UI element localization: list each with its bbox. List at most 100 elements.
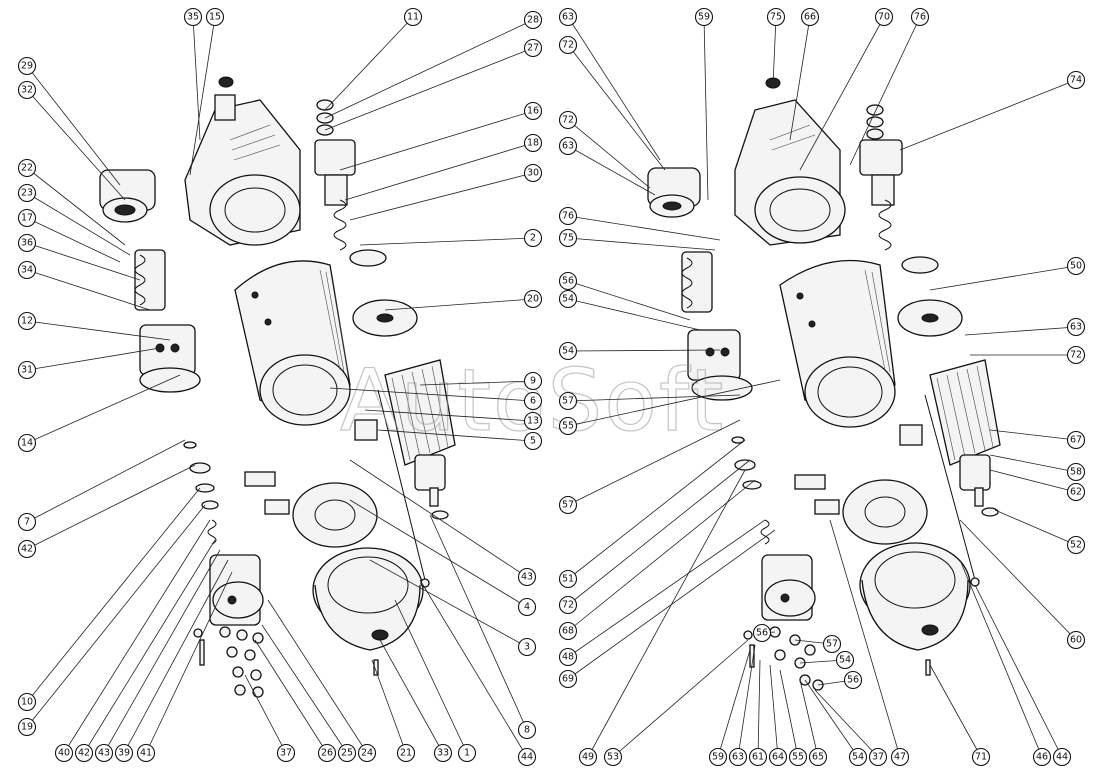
right-callout-72: 72 — [558, 110, 578, 130]
right-leader-line — [567, 459, 751, 606]
right-callout-54: 54 — [848, 747, 868, 767]
left-leader-line — [419, 579, 528, 758]
callout-number: 23 — [21, 188, 33, 199]
right-leader-line — [567, 237, 716, 251]
callout-number: 9 — [530, 376, 536, 387]
callout-circle — [835, 650, 855, 670]
callout-number: 64 — [772, 752, 784, 763]
callout-circle — [1066, 70, 1086, 90]
callout-circle — [748, 747, 768, 767]
callout-circle — [17, 183, 37, 203]
left-leader-line — [364, 409, 534, 422]
callout-number: 72 — [1070, 350, 1082, 361]
left-leader-line — [344, 142, 534, 201]
callout-number: 63 — [562, 12, 574, 23]
callout-number: 61 — [752, 752, 764, 763]
commutator-end-cover-right — [859, 542, 971, 676]
callout-number: 39 — [118, 748, 130, 759]
right-callout-51: 51 — [558, 569, 578, 589]
left-leader-line — [419, 380, 534, 386]
right-callout-48: 48 — [558, 647, 578, 667]
left-leader-line — [359, 237, 534, 246]
left-leader-line — [26, 269, 151, 311]
small-hardware-left — [183, 441, 264, 698]
right-leader-line — [567, 379, 781, 427]
left-leader-line — [123, 559, 229, 754]
brush-holder-plate-left — [244, 419, 378, 548]
left-leader-line — [26, 487, 201, 703]
callout-number: 72 — [562, 600, 574, 611]
right-leader-line — [772, 16, 777, 86]
callout-number: 31 — [21, 365, 33, 376]
left-leader-line — [26, 192, 131, 256]
left-callout-40: 40 — [54, 743, 74, 763]
callout-number: 70 — [878, 12, 890, 23]
left-leader-line — [26, 242, 141, 281]
right-callout-76: 76 — [910, 7, 930, 27]
callout-circle — [17, 158, 37, 178]
left-leader-line — [429, 514, 528, 731]
left-leader-line — [26, 320, 171, 341]
left-callout-18: 18 — [523, 133, 543, 153]
callout-number: 13 — [527, 416, 539, 427]
left-leader-line — [379, 639, 444, 754]
right-leader-line — [799, 679, 819, 758]
left-leader-line — [339, 110, 534, 171]
callout-number: 59 — [698, 12, 710, 23]
callout-number: 37 — [280, 748, 292, 759]
right-leader-line — [974, 584, 1063, 758]
left-callout-43: 43 — [94, 743, 114, 763]
right-leader-line — [567, 349, 721, 352]
callout-circle — [17, 233, 37, 253]
callout-circle — [317, 743, 337, 763]
through-bolt-left — [377, 389, 426, 581]
right-callout-76: 76 — [558, 206, 578, 226]
callout-circle — [403, 7, 423, 27]
callout-circle — [558, 341, 578, 361]
callout-circle — [17, 512, 37, 532]
solenoid-cover-right — [647, 167, 701, 218]
callout-number: 56 — [562, 276, 574, 287]
callout-circle — [558, 669, 578, 689]
callout-circle — [17, 539, 37, 559]
callout-circle — [558, 595, 578, 615]
callout-circle — [971, 747, 991, 767]
right-leader-line — [567, 44, 666, 171]
callout-number: 52 — [1070, 540, 1082, 551]
solenoid-plunger-right — [681, 251, 753, 401]
callout-number: 54 — [852, 752, 864, 763]
callout-number: 50 — [1070, 261, 1082, 272]
right-callout-46: 46 — [1032, 747, 1052, 767]
callout-number: 26 — [321, 748, 333, 759]
left-leader-line — [26, 167, 126, 246]
right-callout-37: 37 — [868, 747, 888, 767]
callout-circle — [558, 228, 578, 248]
left-leader-line — [26, 439, 186, 523]
callout-number: 44 — [1056, 752, 1068, 763]
callout-circle — [517, 747, 537, 767]
callout-number: 18 — [527, 138, 539, 149]
right-callout-75: 75 — [558, 228, 578, 248]
left-callout-29: 29 — [17, 56, 37, 76]
drive-end-housing-left — [184, 76, 301, 246]
left-leader-line — [349, 459, 528, 578]
left-leader-line — [26, 217, 121, 263]
callout-circle — [1066, 462, 1086, 482]
right-callout-54: 54 — [558, 289, 578, 309]
right-leader-line — [989, 429, 1077, 441]
callout-number: 55 — [792, 752, 804, 763]
left-callout-4: 4 — [517, 597, 537, 617]
armature-right — [929, 359, 1001, 517]
intermediate-plate-right — [897, 299, 963, 337]
callout-number: 43 — [521, 572, 533, 583]
left-callout-16: 16 — [523, 101, 543, 121]
left-leader-line — [244, 674, 287, 754]
callout-number: 56 — [847, 675, 859, 686]
callout-number: 46 — [1036, 752, 1048, 763]
callout-circle — [910, 7, 930, 27]
left-leader-line — [192, 16, 201, 141]
brush-holder-plate-right — [794, 424, 928, 545]
relay-housing-left — [209, 554, 264, 626]
callout-circle — [1066, 535, 1086, 555]
callout-circle — [54, 743, 74, 763]
